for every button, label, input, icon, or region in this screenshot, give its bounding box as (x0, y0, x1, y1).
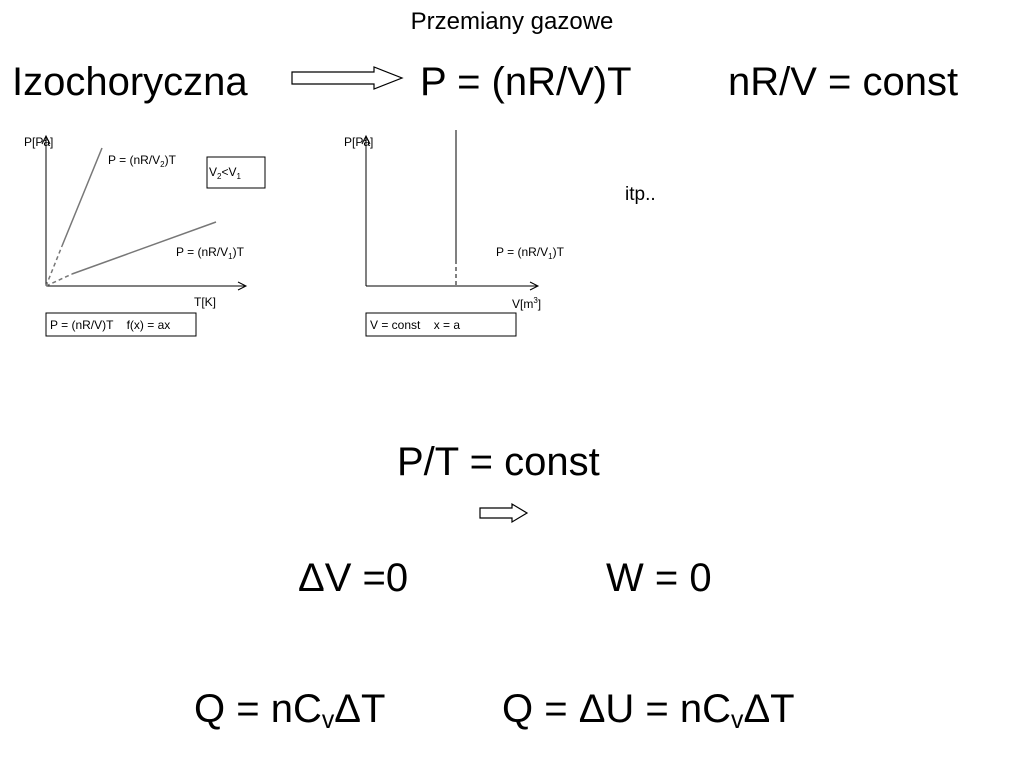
line-v2-label: P = (nR/V2)T (108, 153, 177, 169)
delta-volume: ΔV =0 (298, 556, 409, 600)
y-axis-label: P[Pa] (344, 135, 373, 149)
volume-compare-text: V2<V1 (209, 165, 241, 181)
graph-pressure-vs-temperature: P[Pa] T[K] P = (nR/V2)T P = (nR/V1)T V2<… (24, 134, 266, 337)
line-v1-dashed (45, 273, 73, 287)
y-axis-arrow-icon (361, 134, 371, 145)
const-formula: nR/V = const (728, 60, 959, 104)
graph1-caption: P = (nR/V)T f(x) = ax (50, 318, 170, 332)
main-formula: P = (nR/V)T (420, 60, 632, 104)
line-v1 (71, 221, 217, 275)
volume-compare-box (206, 156, 266, 189)
line-v2 (61, 147, 103, 247)
x-axis-label: V[m3] (512, 296, 541, 311)
graph-pressure-vs-volume: P[Pa] V[m3] P = (nR/V1)T V = const x = a (344, 130, 565, 337)
line-v1-label: P = (nR/V1)T (176, 245, 245, 261)
heat-formula-right: Q = ΔU = nCvΔT (502, 687, 795, 735)
isochore-label: P = (nR/V1)T (496, 245, 565, 261)
graph2-caption: V = const x = a (370, 318, 460, 332)
slide-title: Przemiany gazowe (410, 8, 614, 35)
work-zero: W = 0 (606, 556, 712, 600)
implies-arrow-small-icon (479, 502, 529, 524)
x-axis-arrow-icon (237, 281, 248, 291)
y-axis-arrow-icon (41, 134, 51, 145)
graph1-caption-box (45, 312, 197, 337)
ratio-const: P/T = const (397, 440, 600, 484)
implies-arrow-icon (291, 66, 404, 90)
y-axis-label: P[Pa] (24, 135, 53, 149)
graph2-caption-box (365, 312, 517, 337)
etc-note: itp.. (625, 184, 656, 205)
line-v2-dashed (45, 245, 63, 287)
process-heading: Izochoryczna (12, 60, 248, 104)
x-axis-label: T[K] (194, 295, 216, 309)
x-axis-arrow-icon (529, 281, 540, 291)
heat-formula-left: Q = nCvΔT (194, 687, 386, 735)
